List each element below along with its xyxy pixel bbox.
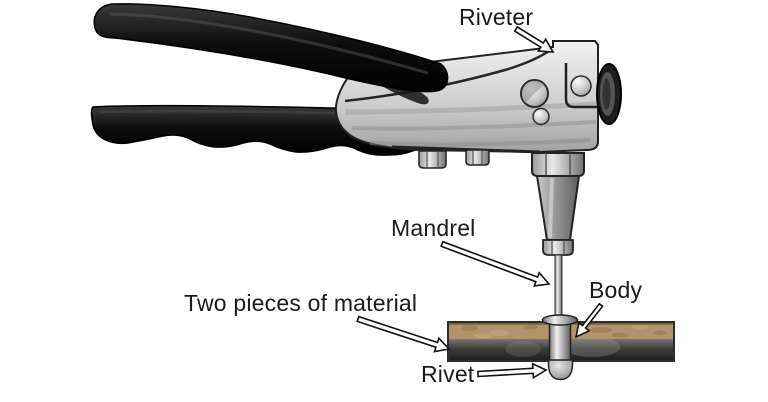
mandrel-label: Mandrel — [391, 215, 476, 241]
lever-slot-line — [344, 49, 550, 103]
nose-cone-highlight — [548, 177, 554, 239]
upper-handle-grip — [93, 3, 449, 93]
mandrel-rod — [554, 254, 563, 323]
pivot-button-shade — [521, 80, 544, 103]
material-arrow — [356, 315, 451, 353]
material-sheen — [564, 337, 620, 357]
material-sheen — [505, 341, 541, 357]
corner-bracket-line — [564, 63, 597, 109]
riveter-arrow — [513, 25, 555, 53]
rivet-head — [547, 359, 574, 381]
nose-tip-nut-facets — [551, 240, 565, 255]
hex-nut-2-facets — [472, 150, 483, 165]
end-cap-core — [602, 78, 611, 110]
nose-cone — [535, 175, 581, 241]
nose-collar-facets — [545, 153, 571, 176]
nose-collar — [531, 152, 585, 177]
hex-nut-2 — [465, 149, 490, 166]
upper-handle-highlight — [109, 12, 429, 75]
pivot-button-small — [532, 107, 550, 126]
rivet-flange — [541, 314, 579, 326]
hex-nut-1-facets — [426, 151, 439, 168]
mandrel-arrow — [440, 240, 551, 287]
body-shading — [369, 138, 591, 147]
body-shading — [344, 101, 597, 115]
body-shading — [351, 120, 597, 131]
body-label: Body — [589, 277, 643, 303]
body-arrow — [574, 302, 604, 339]
nose-tip-nut — [542, 239, 574, 256]
hex-nut-1 — [418, 150, 447, 169]
riveter-label: Riveter — [459, 4, 534, 30]
lower-handle-grip — [90, 105, 416, 156]
rivet-arrow — [477, 362, 548, 380]
rivet-body — [548, 320, 572, 363]
side-button — [570, 75, 592, 97]
rivet-label: Rivet — [421, 361, 475, 387]
material-label: Two pieces of material — [184, 290, 418, 316]
